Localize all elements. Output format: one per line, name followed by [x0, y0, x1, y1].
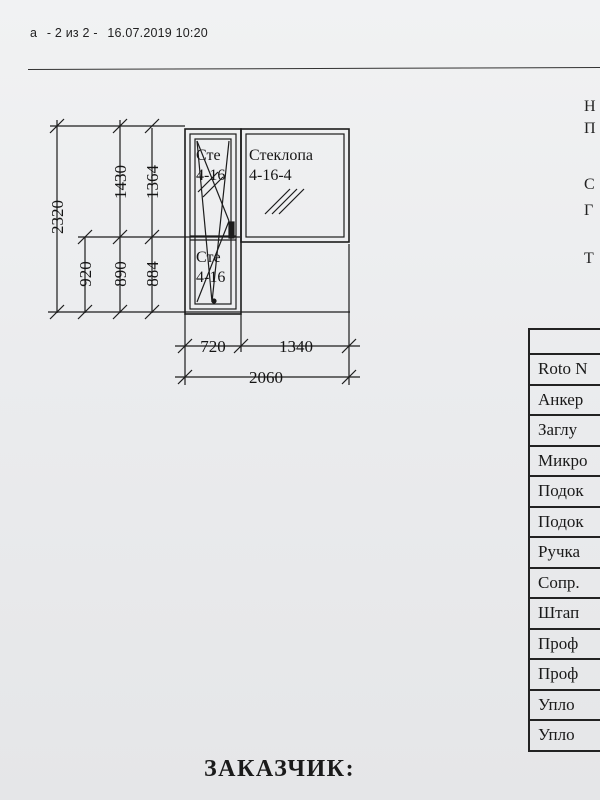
dim-inner-lower: 884	[143, 261, 162, 287]
door-handle	[228, 221, 235, 239]
table-row: Заглу	[530, 416, 600, 447]
table-row: Проф	[530, 630, 600, 660]
side-letter: С	[584, 176, 595, 193]
spec-table: Roto N Анкер Заглу Микро Подок Подок Руч…	[528, 328, 600, 752]
door-upper-glass-spec: 4-16	[196, 167, 225, 184]
table-row: Упло	[530, 721, 600, 752]
door-upper-glass-label: Сте	[196, 147, 221, 164]
header-fragment: а	[30, 26, 38, 40]
table-row: Ручка	[530, 538, 600, 569]
window-glass-label: Стеклопа	[249, 147, 313, 164]
table-row: Подок	[530, 477, 600, 508]
side-letter: Т	[584, 250, 594, 267]
table-row: Подок	[530, 508, 600, 538]
customer-label: ЗАКАЗЧИК:	[204, 756, 356, 782]
dim-mid-lower: 890	[111, 261, 130, 287]
dim-lower-height: 920	[76, 261, 95, 287]
table-row: Микро	[530, 447, 600, 477]
table-row: Проф	[530, 660, 600, 691]
side-letter: Н	[584, 98, 596, 115]
door-lower-glass-spec: 4-16	[196, 269, 225, 286]
print-header: а - 2 из 2 - 16.07.2019 10:20	[30, 26, 214, 40]
dim-window-width: 1340	[279, 337, 313, 356]
table-row: Упло	[530, 691, 600, 721]
table-row: Roto N	[530, 355, 600, 386]
table-row: Анкер	[530, 386, 600, 416]
door-lower-glass-label: Сте	[196, 249, 221, 266]
page-info: - 2 из 2 -	[46, 26, 98, 40]
table-row: Сопр.	[530, 569, 600, 599]
spec-table-header-row	[530, 330, 600, 355]
side-letter: Г	[584, 202, 594, 219]
side-letter: П	[584, 120, 596, 137]
dim-total-height: 2320	[48, 200, 67, 234]
window-frame	[240, 128, 350, 243]
print-datetime: 16.07.2019 10:20	[107, 26, 208, 40]
dim-door-width: 720	[200, 337, 226, 356]
window-glass-spec: 4-16-4	[249, 167, 292, 184]
dim-total-width: 2060	[249, 368, 283, 387]
dim-inner-upper: 1364	[143, 165, 162, 200]
table-row: Штап	[530, 599, 600, 630]
dim-mid-upper: 1430	[111, 165, 130, 199]
